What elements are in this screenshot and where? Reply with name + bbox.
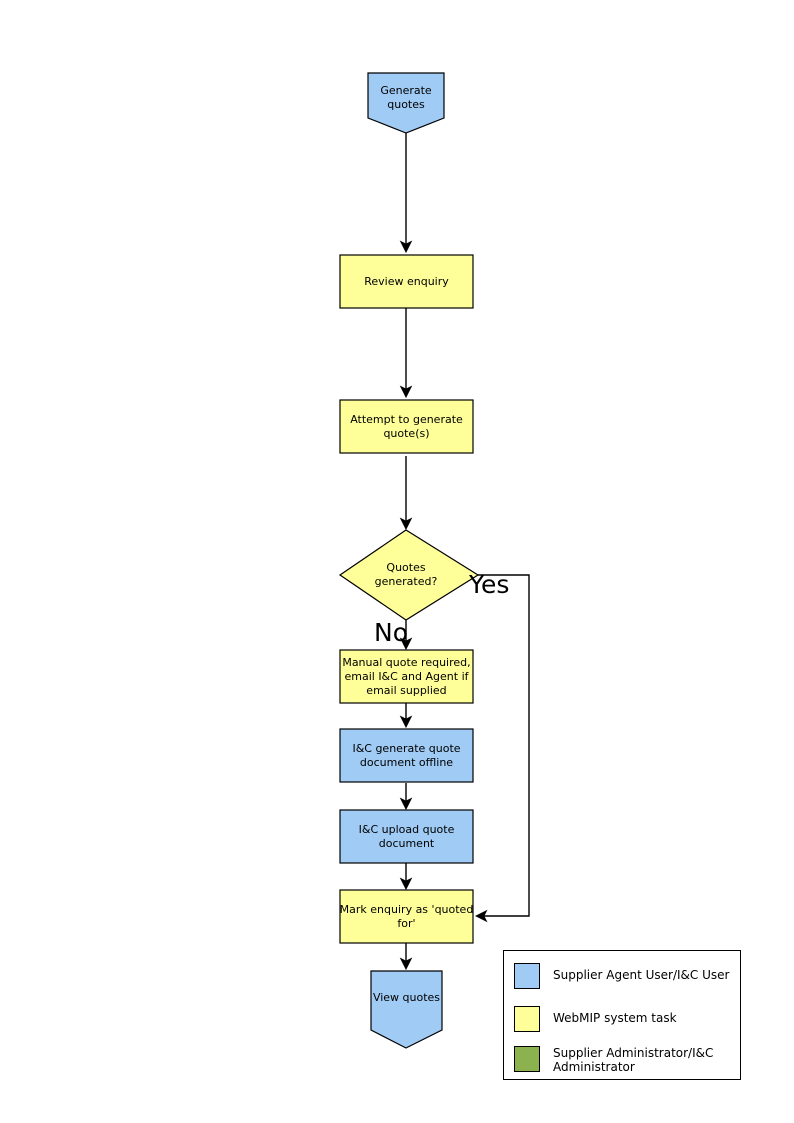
- legend-swatch-admin-task: [514, 1046, 540, 1072]
- node-quotes-generated[interactable]: [338, 529, 480, 621]
- connector-decision-yes-to-mark: [474, 574, 530, 923]
- edge-label-yes: Yes: [469, 570, 510, 599]
- legend-swatch-system-task: [514, 1006, 540, 1032]
- legend-item-user-task: Supplier Agent User/I&C User: [514, 963, 729, 989]
- node-mark-enquiry-quoted-for[interactable]: [339, 889, 474, 944]
- legend-label-user-task: Supplier Agent User/I&C User: [553, 968, 730, 982]
- legend: Supplier Agent User/I&C User WebMIP syst…: [503, 950, 741, 1080]
- edge-label-no: No: [374, 618, 408, 647]
- legend-item-system-task: WebMIP system task: [514, 1006, 677, 1032]
- node-ic-generate-quote-document[interactable]: [339, 728, 474, 783]
- node-manual-quote-required[interactable]: [339, 649, 474, 704]
- legend-label-admin-task: Supplier Administrator/I&C Administrator: [553, 1046, 714, 1074]
- node-review-enquiry[interactable]: [339, 254, 474, 309]
- legend-item-admin-task: Supplier Administrator/I&C Administrator: [514, 1046, 713, 1074]
- legend-label-system-task: WebMIP system task: [553, 1011, 677, 1025]
- node-attempt-generate-quotes[interactable]: [339, 399, 474, 454]
- node-ic-upload-quote-document[interactable]: [339, 809, 474, 864]
- node-generate-quotes[interactable]: [367, 72, 445, 134]
- legend-swatch-user-task: [514, 963, 540, 989]
- node-view-quotes[interactable]: [370, 970, 443, 1049]
